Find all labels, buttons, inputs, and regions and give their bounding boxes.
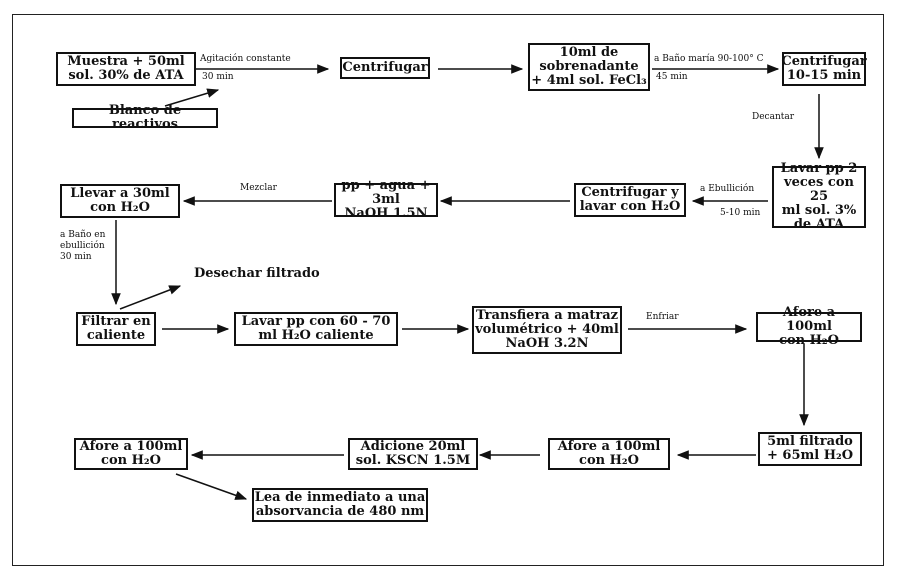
box-llevar-30ml: Llevar a 30ml con H₂O: [60, 184, 180, 218]
label-decantar: Decantar: [752, 112, 795, 122]
arrow-blanco-up: [164, 88, 220, 107]
box-5ml-filtrado: 5ml filtrado + 65ml H₂O: [758, 432, 862, 466]
label-enfriar: Enfriar: [646, 312, 679, 322]
label-ebullicion: a Ebullición: [700, 184, 755, 194]
box-centrifugar-y-lavar: Centrifugar y lavar con H₂O: [574, 183, 686, 217]
label-30-min: 30 min: [202, 72, 234, 82]
box-centrifugar: Centrifugar: [340, 57, 430, 79]
label-agitacion-constante: Agitación constante: [200, 54, 291, 64]
box-sobrenadante: 10ml de sobrenadante + 4ml sol. FeCl₃: [528, 43, 650, 91]
box-adicione-kscn: Adicione 20ml sol. KSCN 1.5M: [348, 438, 478, 470]
box-muestra: Muestra + 50ml sol. 30% de ATA: [56, 52, 196, 86]
box-afore-100ml-3: Afore a 100ml con H₂O: [74, 438, 188, 470]
box-lavar-pp-2-veces: Lavar pp 2 veces con 25 ml sol. 3% de AT…: [772, 162, 866, 232]
box-lavar-pp-60-70: Lavar pp con 60 - 70 ml H₂O caliente: [234, 312, 398, 346]
box-centrifugar-10-15: Centrifugar 10-15 min: [781, 52, 867, 86]
label-5-10-min: 5-10 min: [720, 208, 761, 218]
label-mezclar: Mezclar: [240, 183, 277, 193]
box-transfiera-matraz: Transfiera a matraz volumétrico + 40ml N…: [472, 306, 622, 354]
arrow-afore3-lea: [175, 473, 248, 500]
arrow-desechar: [119, 285, 182, 310]
diagram-frame: [12, 14, 884, 566]
label-45-min: 45 min: [656, 72, 688, 82]
box-lea-absorvancia: Lea de inmediato a una absorvancia de 48…: [252, 488, 428, 522]
label-bano-maria: a Baño maría 90-100° C: [654, 54, 764, 64]
box-blanco-reactivos: Blanco de reactivos: [72, 104, 218, 132]
box-afore-100ml-2: Afore a 100ml con H₂O: [548, 438, 670, 470]
box-filtrar-caliente: Filtrar en caliente: [76, 312, 156, 346]
box-afore-100ml-1: Afore a 100ml con H₂O: [756, 306, 862, 348]
text-desechar-filtrado: Desechar filtrado: [194, 266, 320, 281]
box-pp-agua-naoh: pp + agua + 3ml NaOH 1.5N: [334, 179, 438, 221]
label-bano-ebullicion: a Baño en ebullición 30 min: [60, 230, 106, 262]
